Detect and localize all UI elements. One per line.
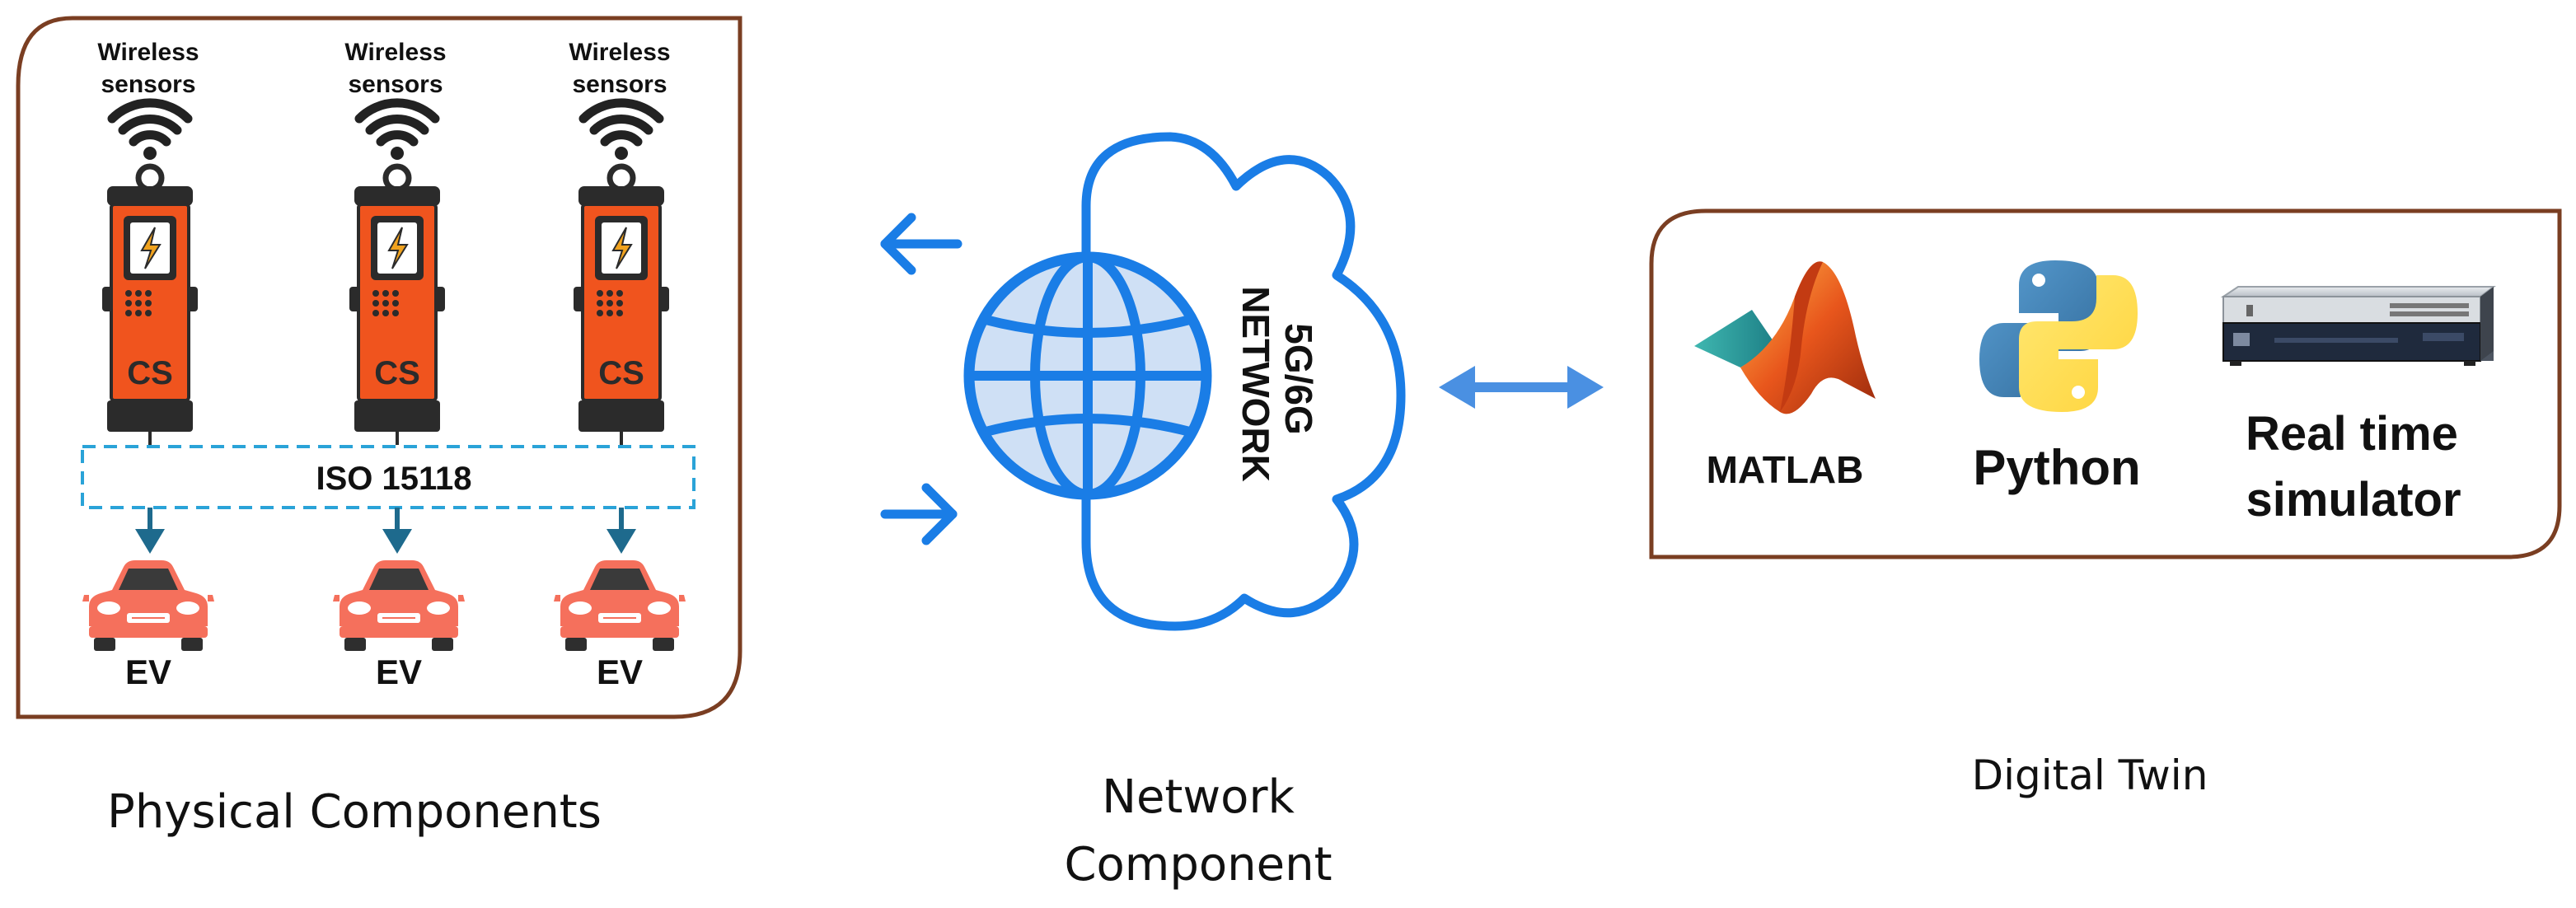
digital-twin-panel: MATLAB Python Real time simulator: [1649, 208, 2562, 559]
protocol-label: ISO 15118: [316, 461, 471, 497]
network-text-line1: 5G/6G: [1277, 323, 1320, 435]
digital-twin-caption: Digital Twin: [1972, 751, 2208, 799]
sensor-label-line1: Wireless: [97, 39, 199, 66]
simulator-hardware-icon: [2220, 286, 2496, 366]
globe-icon: [963, 251, 1212, 500]
cloud-icon: [1081, 132, 1406, 631]
charging-station-1: Wireless sensors CS: [97, 39, 199, 445]
network-caption-line2: Component: [1064, 838, 1332, 892]
station-label: CS: [374, 355, 420, 391]
station-label: CS: [127, 355, 173, 391]
bidirectional-arrow: [1439, 366, 1604, 409]
left-arrows: [880, 213, 962, 545]
station-to-ev-arrows: [135, 508, 636, 554]
station-label: CS: [598, 355, 644, 391]
matlab-logo-icon: [1694, 261, 1876, 414]
ev-label: EV: [597, 653, 643, 691]
python-logo-icon: [1979, 260, 2138, 412]
ev-label: EV: [376, 653, 422, 691]
physical-components-panel: Wireless sensors CS Wireless sensors CS …: [16, 16, 742, 719]
ev-label: EV: [125, 653, 171, 691]
network-text-line2: NETWORK: [1234, 286, 1277, 482]
matlab-label: MATLAB: [1707, 448, 1864, 491]
network-component: 5G/6G NETWORK: [880, 132, 1604, 631]
simulator-label-line1: Real time: [2246, 407, 2458, 461]
charging-station-2: Wireless sensors CS: [344, 39, 446, 445]
physical-caption: Physical Components: [107, 785, 602, 839]
sensor-label-line1: Wireless: [569, 39, 670, 66]
network-caption-line1: Network: [1102, 770, 1295, 824]
python-label: Python: [1973, 440, 2140, 495]
sensor-label-line2: sensors: [572, 71, 667, 98]
sensor-label-line2: sensors: [348, 71, 443, 98]
sensor-label-line2: sensors: [101, 71, 195, 98]
charging-station-3: Wireless sensors CS: [569, 39, 670, 445]
sensor-label-line1: Wireless: [344, 39, 446, 66]
simulator-label-line2: simulator: [2246, 473, 2461, 527]
protocol-bus: [81, 445, 696, 509]
